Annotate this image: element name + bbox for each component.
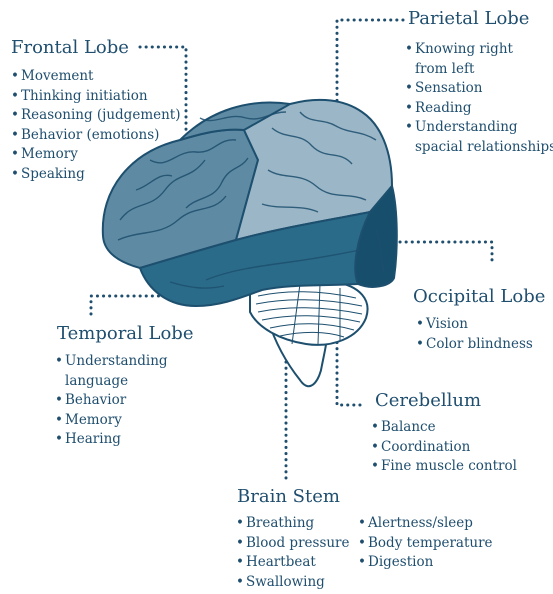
list-item: Blood pressure bbox=[236, 534, 350, 554]
parietal-lobe-title: Parietal Lobe bbox=[408, 8, 530, 29]
brainstem-list-left: Breathing Blood pressure Heartbeat Swall… bbox=[236, 514, 350, 592]
list-item: Coordination bbox=[371, 438, 517, 458]
leader-cerebellum bbox=[335, 338, 362, 407]
list-item: Alertness/sleep bbox=[358, 514, 493, 534]
list-item: Swallowing bbox=[236, 573, 350, 593]
list-item: Behavior (emotions) bbox=[11, 126, 181, 146]
temporal-lobe-title: Temporal Lobe bbox=[57, 323, 194, 344]
list-item: Movement bbox=[11, 67, 181, 87]
brainstem-list-right: Alertness/sleep Body temperature Digesti… bbox=[358, 514, 493, 573]
cerebellum-title: Cerebellum bbox=[375, 390, 482, 411]
list-item: Thinking initiation bbox=[11, 87, 181, 107]
list-item: Body temperature bbox=[358, 534, 493, 554]
list-item: Digestion bbox=[358, 553, 493, 573]
leader-parietal bbox=[335, 18, 405, 112]
list-item: Balance bbox=[371, 418, 517, 438]
brain-sulci bbox=[117, 111, 385, 289]
list-item: Behavior bbox=[55, 391, 168, 411]
list-item: Memory bbox=[11, 145, 181, 165]
leader-occipital bbox=[398, 240, 494, 267]
brainstem-title: Brain Stem bbox=[237, 486, 340, 507]
list-item: Hearing bbox=[55, 430, 168, 450]
list-item: Sensation bbox=[405, 79, 553, 99]
occipital-lobe-list: Vision Color blindness bbox=[416, 315, 533, 354]
list-item: Reading bbox=[405, 99, 553, 119]
list-item: Reasoning (judgement) bbox=[11, 106, 181, 126]
list-item: Color blindness bbox=[416, 335, 533, 355]
list-item: Breathing bbox=[236, 514, 350, 534]
list-item: Vision bbox=[416, 315, 533, 335]
list-item: Fine muscle control bbox=[371, 457, 517, 477]
cerebellum-list: Balance Coordination Fine muscle control bbox=[371, 418, 517, 477]
occipital-lobe-title: Occipital Lobe bbox=[413, 286, 546, 307]
list-item: Speaking bbox=[11, 165, 181, 185]
leader-frontal bbox=[138, 45, 188, 137]
list-item: Memory bbox=[55, 411, 168, 431]
frontal-lobe-list: Movement Thinking initiation Reasoning (… bbox=[11, 67, 181, 184]
list-item: Heartbeat bbox=[236, 553, 350, 573]
temporal-lobe-shape bbox=[138, 210, 372, 308]
cerebellum-folds bbox=[255, 283, 363, 345]
frontal-lobe-title: Frontal Lobe bbox=[11, 37, 129, 58]
